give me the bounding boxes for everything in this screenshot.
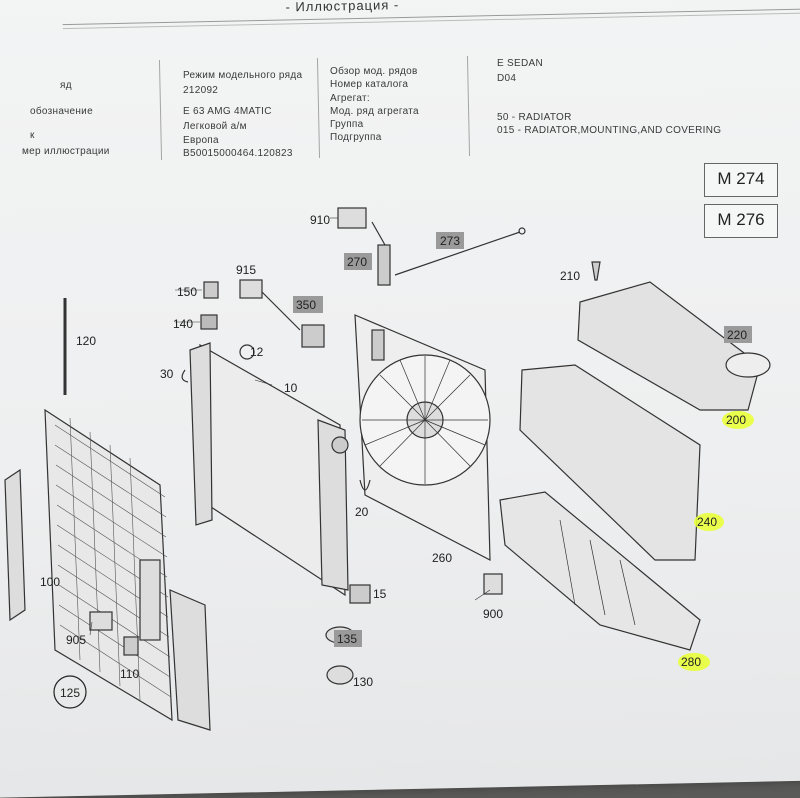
highlight-280 (678, 653, 710, 671)
left-label-1: яд (60, 80, 72, 91)
catalog-number-value: D04 (497, 73, 517, 84)
part-label-12: 12 (250, 345, 264, 359)
vehicle-type: Легковой а/м (183, 121, 247, 132)
part-900-drawing (483, 573, 503, 595)
radiator-drawing (189, 342, 349, 597)
part-label-30: 30 (160, 367, 174, 381)
clip-30-drawing (181, 369, 189, 383)
part-label-270: 270 (347, 255, 367, 269)
part-label-125: 125 (60, 686, 80, 700)
highlight-200 (722, 411, 754, 429)
part-150-drawing (203, 281, 219, 299)
model-name: E 63 AMG 4MATIC (183, 106, 272, 117)
side-air-duct-drawing (519, 364, 701, 561)
part-label-280: 280 (681, 655, 701, 669)
part-905-drawing (89, 611, 113, 631)
part-210-drawing (591, 261, 601, 281)
part-label-910: 910 (310, 213, 330, 227)
label-bg-350 (293, 296, 323, 313)
cap-130-drawing (326, 665, 354, 685)
left-label-3: к (30, 130, 35, 141)
part-140-drawing (200, 314, 218, 330)
overview-value: E SEDAN (497, 58, 544, 69)
left-label-4: мер иллюстрации (22, 146, 110, 157)
leader-lines (89, 217, 491, 636)
fan-shroud-drawing (354, 314, 491, 562)
part-label-20: 20 (355, 505, 369, 519)
part-label-150: 150 (177, 285, 197, 299)
left-label-2: обозначение (30, 106, 93, 117)
part-label-10: 10 (284, 381, 298, 395)
clip-20-drawing (359, 479, 371, 491)
lower-frame-drawing (499, 491, 701, 651)
aggregate-label: Агрегат: (330, 93, 370, 104)
part-label-200: 200 (726, 413, 746, 427)
part-label-210: 210 (560, 269, 580, 283)
model-box-m274: M 274 (704, 163, 778, 197)
exploded-parts-diagram: 910 273 270 915 350 210 150 140 120 12 30 10 220 200 2… (4, 207, 771, 731)
part-label-273: 273 (440, 234, 460, 248)
model-mode-label: Режим модельного ряда (183, 70, 303, 81)
part-label-905: 905 (66, 633, 86, 647)
catalog-number-label: Номер каталога (330, 79, 409, 90)
overview-label: Обзор мод. рядов (330, 66, 418, 77)
circle-125 (53, 675, 87, 709)
part-label-130: 130 (353, 675, 373, 689)
part-label-140: 140 (173, 317, 193, 331)
model-code: 212092 (183, 85, 219, 96)
aggregate-series-label: Мод. ряд агрегата (330, 106, 419, 117)
part-label-120: 120 (76, 334, 96, 348)
part-110-drawing (123, 636, 139, 656)
part-label-350: 350 (296, 298, 316, 312)
highlight-240 (694, 513, 724, 531)
part-label-260: 260 (432, 551, 452, 565)
part-label-915: 915 (236, 263, 256, 277)
illustration-number: B50015000464.120823 (183, 148, 293, 159)
part-label-100: 100 (40, 575, 60, 589)
part-label-15: 15 (373, 587, 387, 601)
part-15-drawing (349, 584, 371, 604)
group-label: Группа (330, 119, 364, 130)
part-label-110: 110 (120, 667, 139, 681)
region: Европа (183, 135, 219, 146)
subgroup-value: 015 - RADIATOR,MOUNTING,AND COVERING (497, 125, 722, 136)
group-value: 50 - RADIATOR (497, 112, 572, 123)
condenser-drawing (44, 408, 173, 722)
air-duct-upper-drawing (577, 281, 771, 411)
label-bg-220 (724, 326, 752, 343)
part-label-220: 220 (727, 328, 747, 342)
part-label-900: 900 (483, 607, 503, 621)
part-label-135: 135 (337, 632, 357, 646)
label-bg-270 (344, 253, 372, 270)
sensor-assembly-drawing (239, 207, 526, 348)
label-bg-273 (436, 232, 464, 249)
subgroup-label: Подгруппа (330, 132, 382, 143)
model-box-m276: M 276 (704, 204, 778, 238)
left-side-bracket (4, 468, 211, 731)
part-label-240: 240 (697, 515, 717, 529)
label-bg-135 (334, 630, 362, 647)
